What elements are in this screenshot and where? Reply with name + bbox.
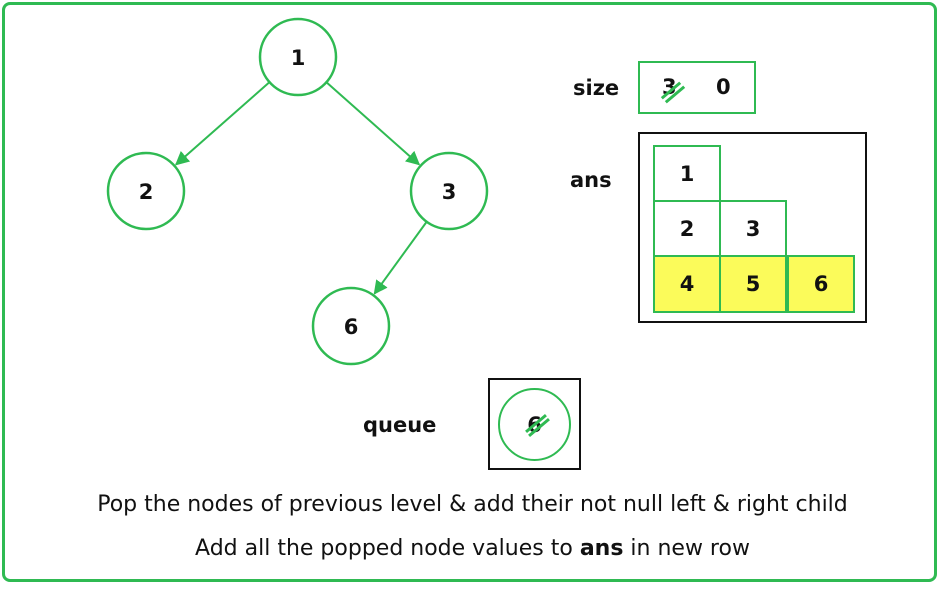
- ans-cell: 1: [653, 145, 721, 203]
- queue-box: 6: [488, 378, 581, 470]
- tree-edge-arrow: [174, 81, 271, 166]
- tree-node-2: [106, 151, 186, 231]
- ans-label: ans: [570, 168, 612, 192]
- tree-node-6: [311, 286, 391, 366]
- tree-node-label: 6: [344, 315, 359, 339]
- size-box: 3 0: [638, 61, 756, 114]
- tree-edge-arrow: [373, 221, 428, 295]
- caption-line-1: Pop the nodes of previous level & add th…: [97, 492, 848, 517]
- caption-line-2: Add all the popped node values to ans in…: [0, 536, 945, 561]
- queue-label: queue: [363, 413, 437, 437]
- ans-cell: 2: [653, 200, 721, 258]
- caption-line-2-suffix: in new row: [623, 536, 750, 561]
- size-label: size: [573, 76, 620, 100]
- tree-edge-arrow: [325, 81, 421, 166]
- caption-line-2-bold: ans: [579, 536, 624, 561]
- tree-node-3: [409, 151, 489, 231]
- ans-cell-highlighted: 4: [653, 255, 721, 313]
- tree-node-label: 1: [291, 46, 306, 70]
- tree-node-label: 2: [139, 180, 154, 204]
- ans-cell-highlighted: 5: [719, 255, 787, 313]
- tree-node-1: [258, 17, 338, 97]
- tree-node-label: 3: [442, 180, 457, 204]
- size-new-value: 0: [716, 75, 731, 99]
- caption-line-2-prefix: Add all the popped node values to: [195, 536, 580, 561]
- ans-cell-highlighted: 6: [787, 255, 855, 313]
- ans-cell: 3: [719, 200, 787, 258]
- ans-table: 1 2 3 4 5 6: [638, 132, 867, 323]
